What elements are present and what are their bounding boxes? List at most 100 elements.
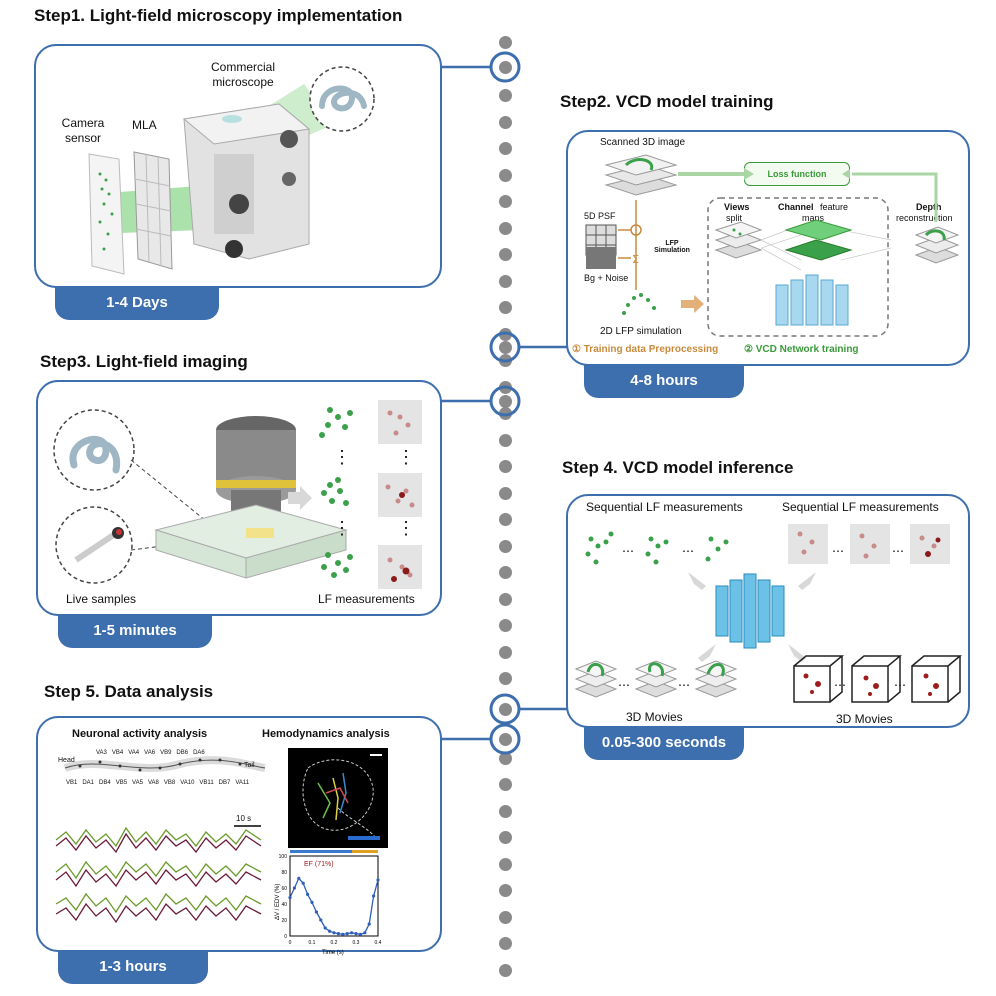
ef-data-point (297, 876, 301, 880)
timeline-dot (499, 645, 512, 659)
ef-data-point (328, 929, 332, 933)
neuron-label: VB11 (199, 780, 214, 786)
timeline-dot (499, 539, 512, 553)
views-label: Views (724, 202, 750, 212)
heart-imaging-panel (288, 748, 388, 848)
preprocessing-label: ① Training data Preprocessing (572, 344, 719, 355)
timeline-node (499, 395, 512, 408)
neuron-label: VB8 (163, 780, 176, 786)
neuron-label: VB5 (115, 780, 128, 786)
neuron-label: DA6 (193, 750, 205, 756)
svg-text:…: … (894, 675, 906, 689)
neuron-label: VA3 (96, 750, 107, 756)
neuron-label: VB9 (160, 750, 172, 756)
ef-data-point (314, 910, 318, 914)
ef-data-point (306, 892, 310, 896)
ef-data-point (367, 922, 371, 926)
step4-title: Step 4. VCD model inference (562, 458, 794, 477)
3d-movies-right-label: 3D Movies (836, 712, 893, 726)
timeline-dot (499, 168, 512, 182)
camera-sensor-label: Camera sensor (61, 116, 105, 145)
timeline-dot (499, 274, 512, 288)
neuron-label: DB4 (99, 780, 111, 786)
lf-measurements-label: LF measurements (318, 592, 415, 606)
ef-ytick-label: 100 (279, 854, 288, 860)
chart-top-bar-right (352, 850, 378, 853)
timeline-dot (499, 937, 512, 950)
timeline-dot (499, 672, 512, 685)
ellipsis-3: ⋮ (333, 518, 351, 538)
timeline-dot (499, 407, 512, 420)
timeline-node (499, 703, 512, 716)
step1-duration-tab: 1-4 Days (55, 286, 219, 320)
step4-duration-tab: 0.05-300 seconds (584, 726, 744, 760)
ef-ytick-label: 0 (284, 934, 287, 940)
ef-data-point (358, 932, 362, 936)
step5-title: Step 5. Data analysis (44, 682, 214, 701)
mla-label: MLA (132, 118, 157, 132)
seq-lf-right-label: Sequential LF measurements (782, 500, 939, 514)
timeline-dot (499, 248, 512, 261)
loss-function-label: Loss function (767, 169, 827, 179)
neuron-label: VA5 (132, 780, 143, 786)
ef-data-point (323, 926, 327, 930)
ef-data-point (310, 900, 314, 904)
ef-annotation: EF (71%) (304, 861, 334, 868)
svg-text:…: … (622, 541, 634, 555)
neuron-label: DB7 (218, 780, 231, 786)
hemodynamics-analysis-label: Hemodynamics analysis (262, 728, 390, 740)
step3-title: Step3. Light-field imaging (40, 352, 248, 371)
ef-data-point (292, 886, 296, 890)
step2-duration-tab: 4-8 hours (584, 364, 744, 398)
timeline-dot (499, 804, 512, 818)
timeline-dot (499, 142, 512, 155)
microscope-label: Commercial microscope (210, 60, 275, 89)
timeline-dot (499, 884, 512, 897)
svg-text:…: … (682, 541, 694, 555)
svg-text:…: … (892, 541, 904, 555)
ef-xtick-label: 0.4 (375, 940, 382, 946)
neuron-label: VB4 (111, 750, 124, 756)
svg-text:Σ: Σ (632, 253, 639, 266)
timeline-node (499, 341, 512, 354)
ef-data-point (354, 932, 358, 936)
reconstruction-label: reconstruction (896, 213, 953, 223)
ef-xtick-label: 0.3 (353, 940, 360, 946)
neuron-label: VA4 (128, 750, 140, 756)
timeline-dot (499, 36, 512, 49)
neuron-label: VA8 (147, 780, 159, 786)
timeline-dot (499, 195, 512, 208)
timeline-dot (499, 751, 512, 765)
3d-movies-left-label: 3D Movies (626, 710, 683, 724)
timeline-dot (499, 327, 512, 341)
svg-text:…: … (834, 675, 846, 689)
timeline-dot (499, 221, 512, 235)
ef-xtick-label: 0.2 (331, 940, 338, 946)
ef-data-point (341, 932, 345, 936)
lfp2d-label: 2D LFP simulation (600, 326, 682, 337)
loss-function-box: Loss function (744, 162, 850, 186)
noise-label: Bg + Noise (584, 273, 629, 283)
timeline-dot (499, 566, 512, 579)
ef-xtick-label: 0 (289, 940, 292, 946)
vcd-training-diagram: Σ (585, 154, 960, 337)
svg-text:…: … (618, 675, 630, 689)
ef-data-point (363, 931, 367, 935)
calcium-traces (55, 825, 262, 924)
timeline-dot (499, 857, 512, 871)
timeline-dot (499, 831, 512, 844)
timeline-dot (499, 513, 512, 526)
ef-data-point (332, 931, 336, 935)
ellipsis-1: ⋮ (333, 447, 351, 467)
timeline-dot (499, 354, 512, 367)
neuronal-analysis-label: Neuronal activity analysis (72, 728, 208, 740)
timeline-dot (499, 910, 512, 924)
timeline-dot (499, 115, 512, 129)
ef-data-point (336, 932, 340, 936)
timeline-node (499, 733, 512, 746)
neuron-label: VA6 (144, 750, 156, 756)
timeline-node (499, 61, 512, 74)
tail-label: Tail (244, 762, 255, 769)
